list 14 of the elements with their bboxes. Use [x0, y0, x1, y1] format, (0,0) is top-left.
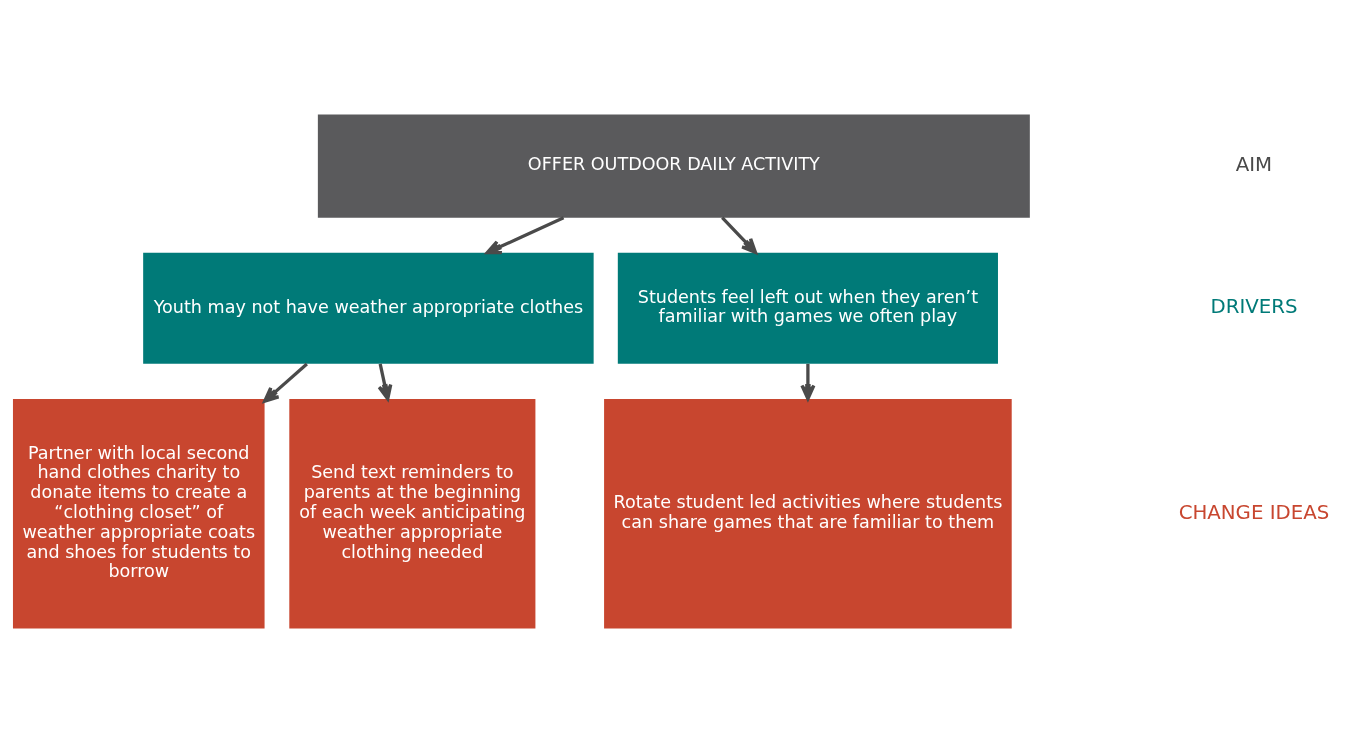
arrow	[377, 363, 393, 400]
label: DRIVERS	[1210, 294, 1298, 318]
node-box: Youth may not have weather appropriate clothes	[143, 252, 594, 364]
arrow	[485, 215, 565, 254]
label: CHANGE IDEAS	[1178, 500, 1330, 524]
node-box: Send text reminders to parents at the beginning of each week anticipating weather appropriate clothing needed	[289, 398, 536, 629]
node-box: OFFER OUTDOOR DAILY ACTIVITY	[317, 113, 1030, 218]
node-box: Partner with local second hand clothes charity to donate items to create a “clothing closet” of weather appropriate coats and shoes for students to borrow	[12, 398, 265, 629]
arrow	[721, 216, 758, 254]
label: AIM	[1235, 152, 1273, 176]
arrow	[800, 363, 816, 400]
node-box: Rotate student led activities where students can share games that are familiar to them	[604, 398, 1012, 629]
node-box: Students feel left out when they aren’t familiar with games we often play	[617, 252, 998, 364]
arrow	[263, 362, 308, 403]
